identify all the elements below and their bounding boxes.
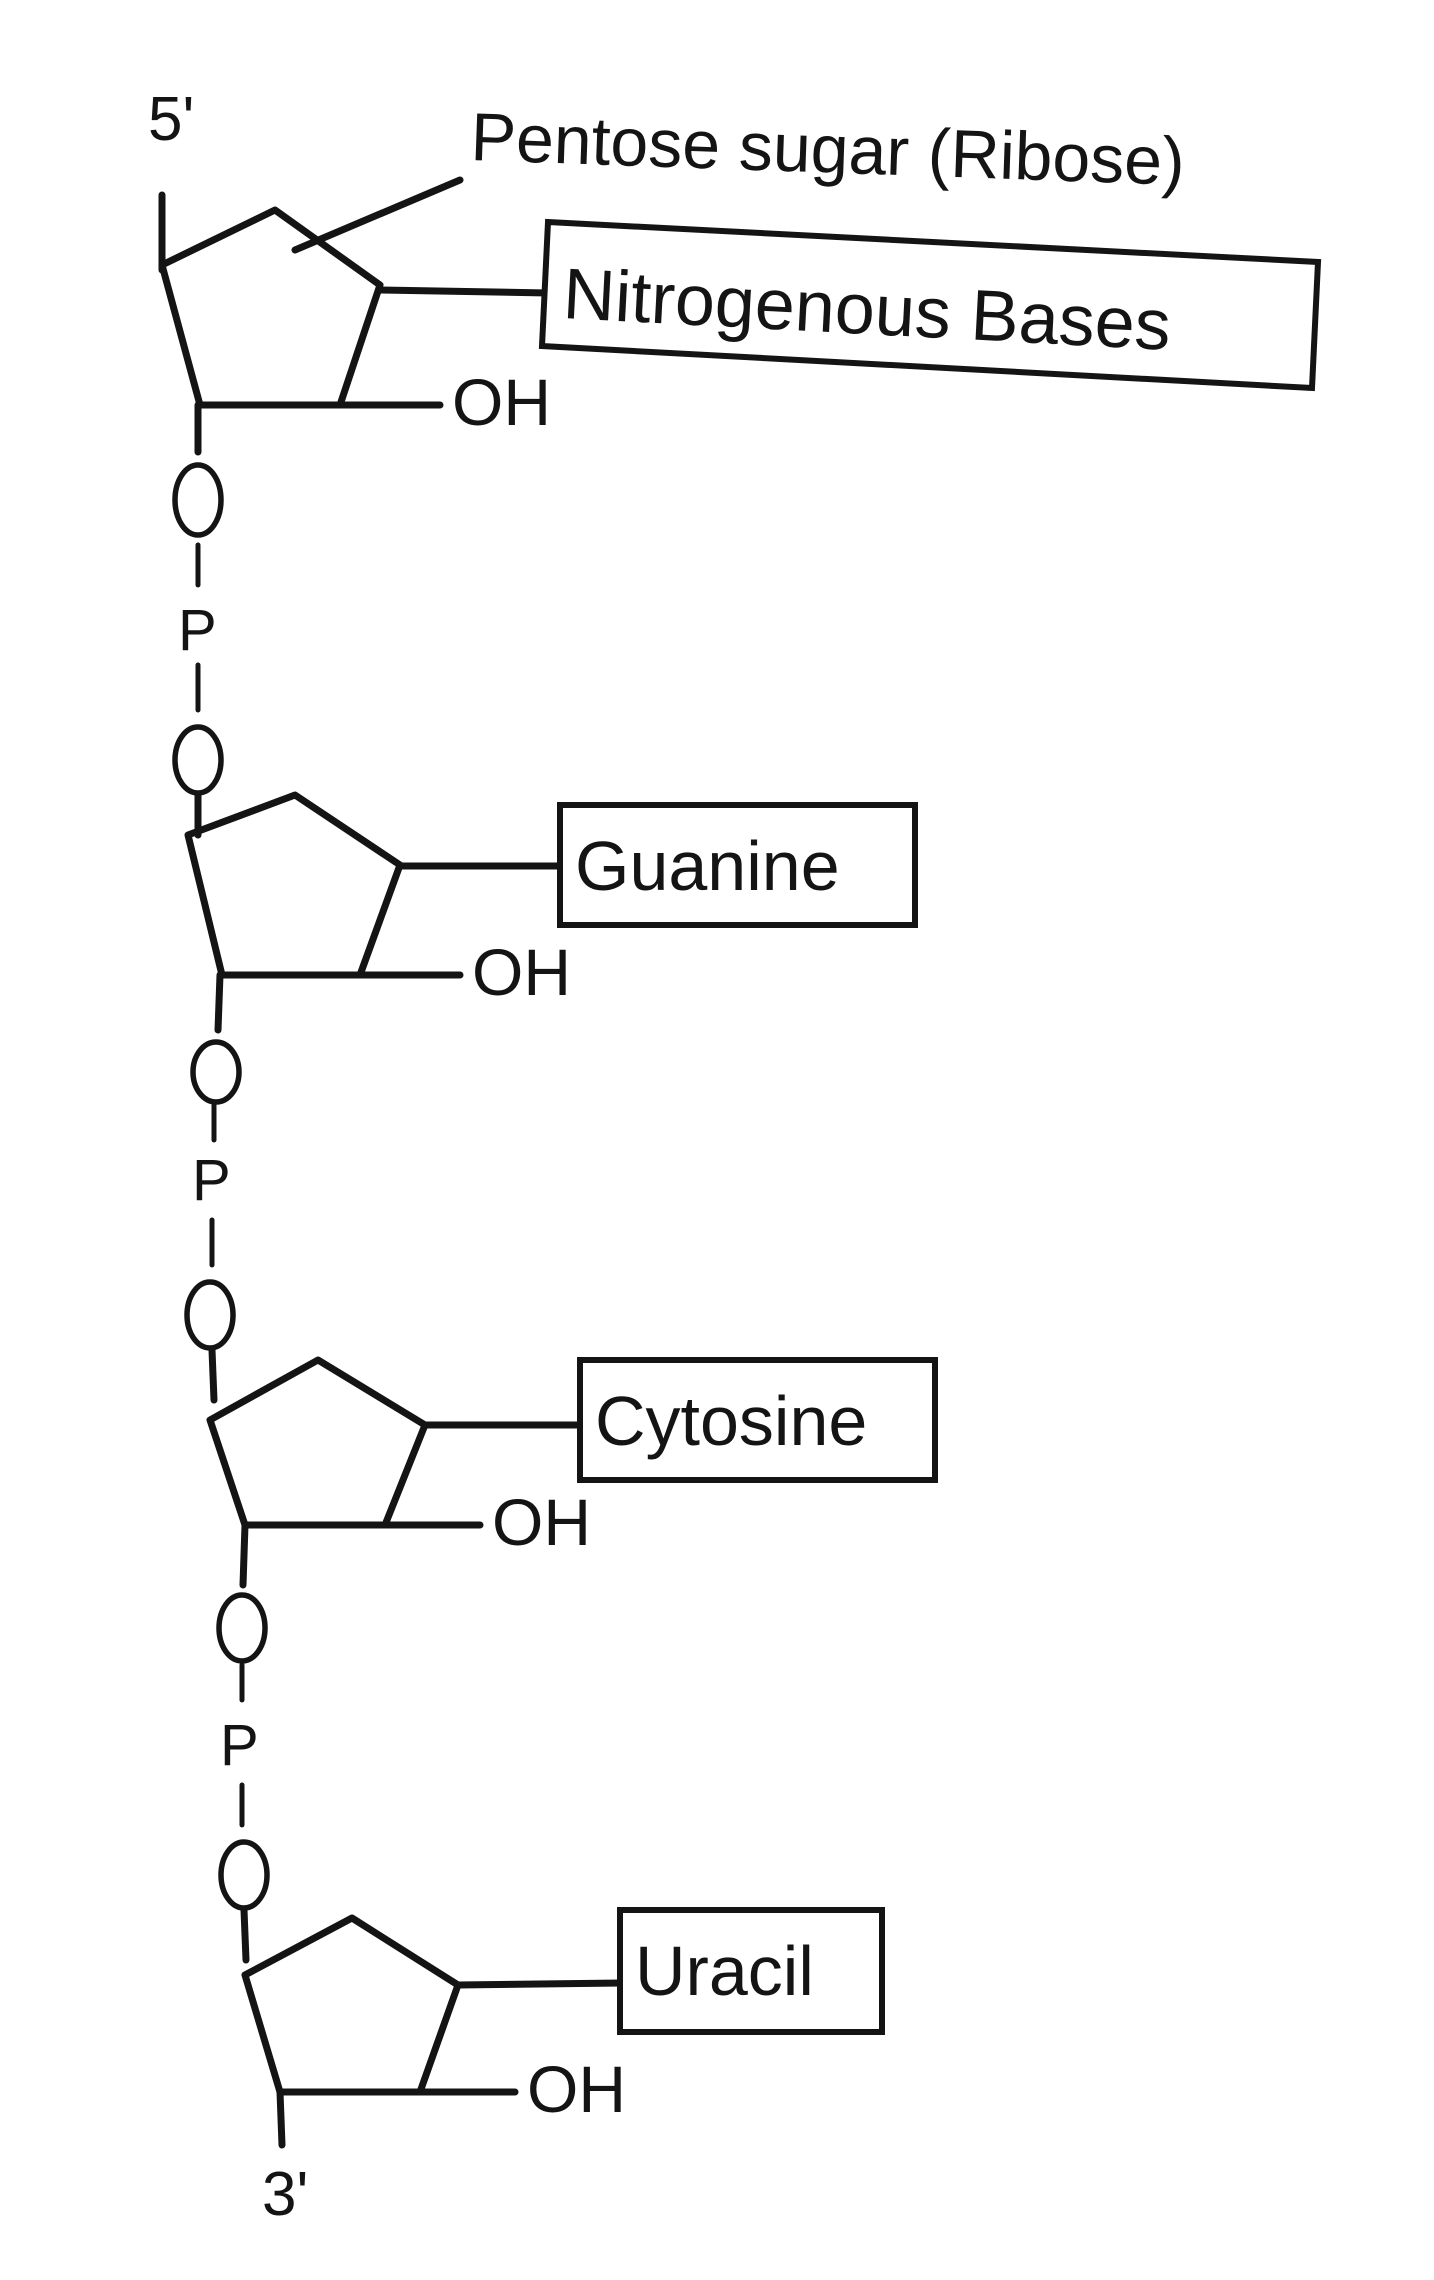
nucleotide-4: Uracil OH [241,1907,885,2126]
five-prime-label: 5' [148,85,194,154]
hydroxyl-label-1: OH [452,365,551,439]
base-box-3: Cytosine [577,1357,938,1483]
phosphate-link-1: P [172,401,224,839]
base-box-1: Nitrogenous Bases [538,218,1322,392]
phosphorus-atom-2: P [192,1148,231,1213]
oxygen-atom [172,724,224,796]
three-prime-label: 3' [262,2160,308,2229]
nucleotide-1: Nitrogenous Bases OH [158,206,1322,439]
base-box-4: Uracil [617,1907,885,2035]
sugar-label: Pentose sugar (Ribose) [469,99,1186,200]
oxygen-atom [218,1839,270,1911]
oxygen-atom [216,1592,268,1664]
base-label-4: Uracil [635,1932,814,2010]
base-box-2: Guanine [557,802,918,928]
nucleotide-2: Guanine OH [184,791,918,1009]
hydroxyl-label-4: OH [527,2052,626,2126]
base-label-3: Cytosine [595,1382,867,1460]
phosphorus-atom-1: P [178,598,217,663]
nucleotide-3: Cytosine OH [206,1356,938,1559]
three-prime-bond [276,2088,286,2149]
ribose-ring-2 [184,791,404,979]
base-bond-4 [454,1979,626,1989]
sugar-label-pointer [291,176,464,254]
phosphate-link-2: P [184,971,242,1404]
base-label-2: Guanine [575,827,840,905]
oxygen-atom [172,462,224,538]
ribose-ring-4 [241,1914,462,2096]
oxygen-atom [190,1039,242,1105]
hydroxyl-label-3: OH [492,1485,591,1559]
base-bond-1 [376,286,552,297]
phosphorus-atom-3: P [220,1713,259,1778]
ribose-ring-3 [206,1356,429,1529]
ribose-ring-1 [158,206,384,409]
hydroxyl-label-2: OH [472,935,571,1009]
phosphate-link-3: P [216,1521,270,1964]
oxygen-atom [184,1279,236,1351]
